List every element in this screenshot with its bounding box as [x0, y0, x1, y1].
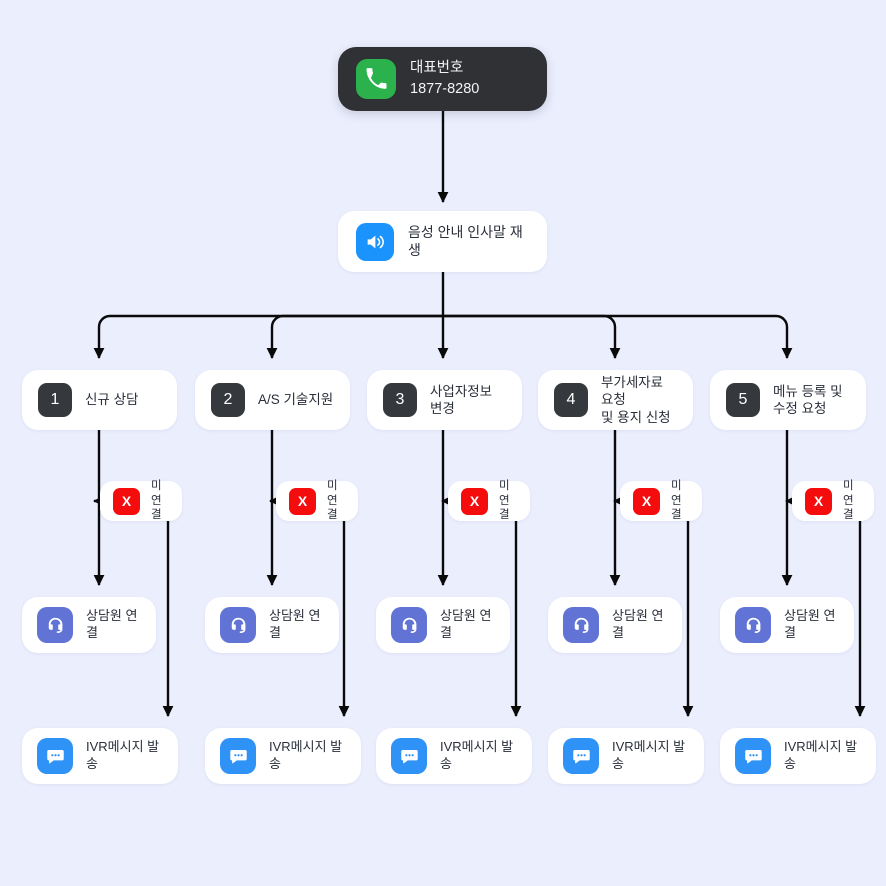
- menu-node-2[interactable]: 2 A/S 기술지원: [195, 370, 350, 430]
- ivr-node-1[interactable]: IVR메시지 발송: [22, 728, 178, 784]
- menu-number-badge: 4: [554, 383, 588, 417]
- agent-node-3[interactable]: 상담원 연결: [376, 597, 510, 653]
- menu-number-badge: 5: [726, 383, 760, 417]
- root-number: 1877-8280: [410, 81, 480, 97]
- agent-node-5[interactable]: 상담원 연결: [720, 597, 854, 653]
- ivr-node-5[interactable]: IVR메시지 발송: [720, 728, 876, 784]
- headset-icon: [391, 607, 427, 643]
- greeting-node[interactable]: 음성 안내 인사말 재생: [338, 211, 547, 272]
- menu-number-badge: 2: [211, 383, 245, 417]
- chat-icon: [37, 738, 73, 774]
- unconnected-node-3[interactable]: X 미연결: [448, 479, 530, 522]
- menu-node-1[interactable]: 1 신규 상담: [22, 370, 177, 430]
- x-icon: X: [805, 487, 832, 515]
- ivr-node-1-label: IVR메시지 발송: [86, 739, 160, 771]
- unconnected-node-3-label: 미연결: [499, 479, 510, 522]
- agent-node-5-label: 상담원 연결: [784, 608, 836, 640]
- menu-node-label: 메뉴 등록 및 수정 요청: [773, 383, 843, 416]
- chat-icon: [563, 738, 599, 774]
- x-icon: X: [113, 487, 140, 515]
- headset-icon: [37, 607, 73, 643]
- agent-node-3-label: 상담원 연결: [440, 608, 492, 640]
- ivr-node-2-label: IVR메시지 발송: [269, 739, 343, 771]
- chat-icon: [735, 738, 771, 774]
- menu-node-3[interactable]: 3 사업자정보 변경: [367, 370, 522, 430]
- menu-node-5[interactable]: 5 메뉴 등록 및 수정 요청: [710, 370, 866, 430]
- headset-icon: [735, 607, 771, 643]
- root-title: 대표번호: [410, 59, 464, 76]
- speaker-icon: [356, 222, 394, 261]
- ivr-node-2[interactable]: IVR메시지 발송: [205, 728, 361, 784]
- menu-node-label: 사업자정보 변경: [430, 383, 493, 416]
- agent-node-4-label: 상담원 연결: [612, 608, 664, 640]
- agent-node-1[interactable]: 상담원 연결: [22, 597, 156, 653]
- menu-number-badge: 3: [383, 383, 417, 417]
- unconnected-node-5-label: 미연결: [843, 479, 854, 522]
- menu-node-label: A/S 기술지원: [258, 392, 334, 408]
- ivr-node-3-label: IVR메시지 발송: [440, 739, 514, 771]
- agent-node-2[interactable]: 상담원 연결: [205, 597, 339, 653]
- chat-icon: [220, 738, 256, 774]
- agent-node-4[interactable]: 상담원 연결: [548, 597, 682, 653]
- menu-node-label: 부가세자료 요청 및 용지 신청: [601, 375, 671, 425]
- ivr-node-4[interactable]: IVR메시지 발송: [548, 728, 704, 784]
- headset-icon: [220, 607, 256, 643]
- menu-node-4[interactable]: 4 부가세자료 요청 및 용지 신청: [538, 370, 693, 430]
- unconnected-node-5[interactable]: X 미연결: [792, 479, 874, 522]
- menu-node-label: 신규 상담: [85, 392, 139, 408]
- unconnected-node-1[interactable]: X 미연결: [100, 479, 182, 522]
- unconnected-node-2-label: 미연결: [327, 479, 338, 522]
- chat-icon: [391, 738, 427, 774]
- agent-node-1-label: 상담원 연결: [86, 608, 138, 640]
- x-icon: X: [461, 487, 488, 515]
- phone-icon: [356, 59, 396, 99]
- root-node-main-number[interactable]: 대표번호 1877-8280: [338, 47, 547, 111]
- agent-node-2-label: 상담원 연결: [269, 608, 321, 640]
- ivr-node-5-label: IVR메시지 발송: [784, 739, 858, 771]
- menu-number-badge: 1: [38, 383, 72, 417]
- x-icon: X: [289, 487, 316, 515]
- root-label: 대표번호 1877-8280: [410, 37, 479, 121]
- unconnected-node-1-label: 미연결: [151, 479, 162, 522]
- headset-icon: [563, 607, 599, 643]
- unconnected-node-4[interactable]: X 미연결: [620, 479, 702, 522]
- ivr-node-3[interactable]: IVR메시지 발송: [376, 728, 532, 784]
- x-icon: X: [633, 487, 660, 515]
- ivr-node-4-label: IVR메시지 발송: [612, 739, 686, 771]
- unconnected-node-2[interactable]: X 미연결: [276, 479, 358, 522]
- unconnected-node-4-label: 미연결: [671, 479, 682, 522]
- greeting-label: 음성 안내 인사말 재생: [408, 223, 523, 258]
